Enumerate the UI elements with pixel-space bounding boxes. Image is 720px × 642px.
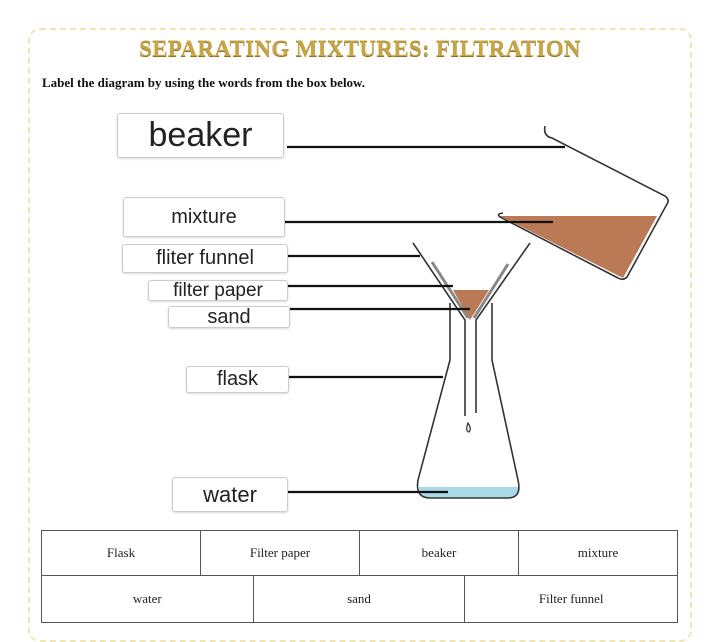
page-title: SEPARATING MIXTURES: FILTRATION — [139, 36, 581, 61]
word-cell: Flask — [41, 530, 201, 576]
word-cell: water — [41, 575, 254, 623]
beaker-drawing — [497, 125, 669, 281]
flask-drawing — [416, 303, 520, 499]
sand-fill — [453, 290, 489, 320]
label-filter-paper[interactable]: filter paper — [148, 280, 288, 301]
word-cell: mixture — [518, 530, 678, 576]
word-box-row-1: Flask Filter paper beaker mixture — [41, 530, 678, 576]
label-water[interactable]: water — [172, 477, 288, 512]
leader-lines — [285, 145, 565, 494]
water-liquid — [419, 487, 518, 498]
label-sand[interactable]: sand — [168, 306, 290, 328]
label-mixture[interactable]: mixture — [123, 197, 285, 237]
mixture-liquid — [500, 216, 657, 278]
word-cell: Filter funnel — [464, 575, 679, 623]
word-cell: Filter paper — [200, 530, 360, 576]
word-cell: beaker — [359, 530, 519, 576]
label-flask[interactable]: flask — [186, 366, 289, 393]
funnel-drawing — [412, 242, 531, 433]
filtration-diagram — [285, 125, 669, 499]
word-box-row-2: water sand Filter funnel — [41, 575, 679, 623]
instruction-text: Label the diagram by using the words fro… — [42, 75, 365, 90]
word-cell: sand — [252, 575, 466, 623]
label-filter-funnel[interactable]: fliter funnel — [122, 244, 288, 273]
label-beaker[interactable]: beaker — [117, 113, 284, 158]
